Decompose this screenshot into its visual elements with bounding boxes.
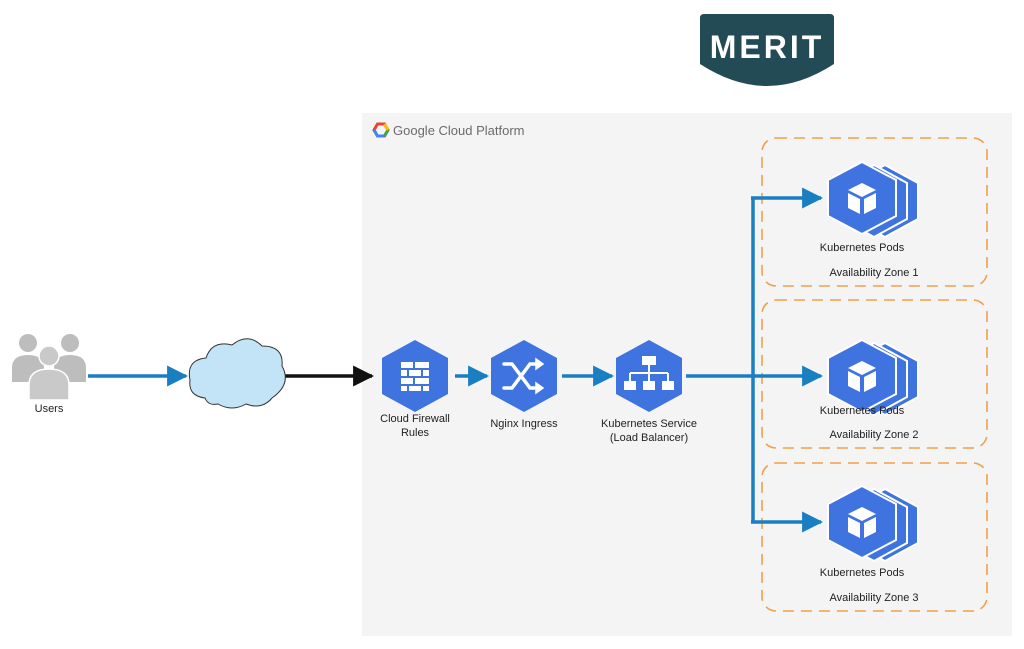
ingress-hexagon bbox=[491, 340, 557, 412]
service-label-line1: Kubernetes Service bbox=[601, 418, 697, 430]
availability-zone-1-box bbox=[761, 137, 988, 287]
cube-icon bbox=[848, 361, 876, 392]
firewall-label-line1: Cloud Firewall bbox=[380, 413, 450, 425]
gcp-logo-icon bbox=[372, 122, 390, 138]
firewall-label-line2: Rules bbox=[401, 427, 430, 439]
service-label-line2: (Load Balancer) bbox=[610, 432, 688, 444]
availability-zone-2-box bbox=[761, 299, 988, 449]
pods-node-zone-1 bbox=[827, 160, 919, 239]
merit-logo-text: MERIT bbox=[710, 29, 825, 65]
firewall-icon bbox=[401, 362, 429, 391]
cloud-icon bbox=[188, 338, 286, 409]
users-group-icon bbox=[12, 334, 86, 401]
firewall-node bbox=[382, 340, 448, 412]
pods-label-zone-2: Kubernetes Pods bbox=[820, 405, 905, 417]
shuffle-icon bbox=[502, 357, 545, 395]
zone-label-3: Availability Zone 3 bbox=[829, 592, 918, 604]
hierarchy-icon bbox=[624, 356, 674, 390]
cube-icon bbox=[848, 183, 876, 214]
connectors bbox=[88, 187, 824, 533]
pods-label-zone-3: Kubernetes Pods bbox=[820, 567, 905, 579]
ingress-node bbox=[491, 340, 557, 412]
merit-logo: MERIT bbox=[700, 14, 834, 86]
availability-zone-3-box bbox=[761, 462, 988, 612]
users-label: Users bbox=[35, 403, 64, 415]
zone-label-2: Availability Zone 2 bbox=[829, 429, 918, 441]
pods-label-zone-1: Kubernetes Pods bbox=[820, 242, 905, 254]
pods-node-zone-3 bbox=[827, 484, 919, 563]
service-node bbox=[616, 340, 682, 412]
ingress-label: Nginx Ingress bbox=[490, 418, 558, 430]
pods-node-zone-2 bbox=[827, 338, 919, 417]
gcp-title: Google Cloud Platform bbox=[393, 123, 525, 138]
zone-label-1: Availability Zone 1 bbox=[829, 267, 918, 279]
cube-icon bbox=[848, 507, 876, 538]
